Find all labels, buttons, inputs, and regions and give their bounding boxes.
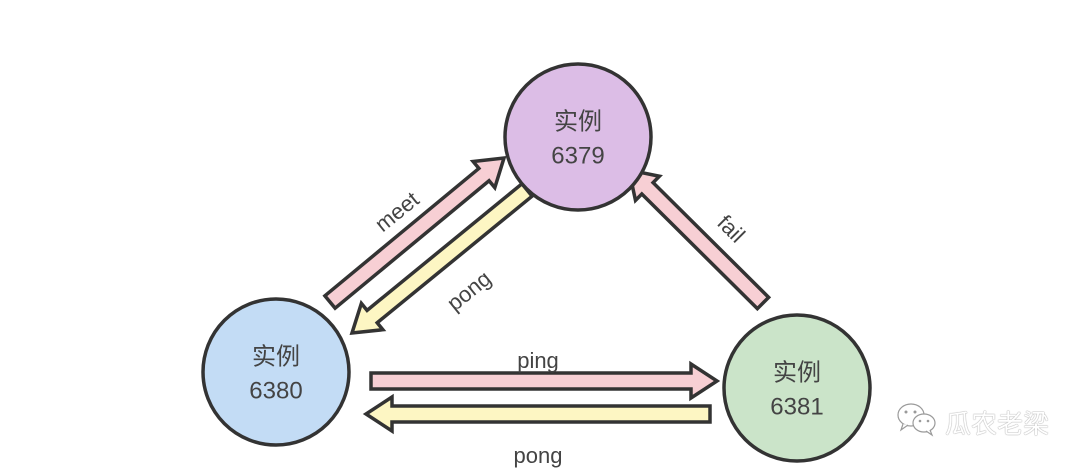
arrow-pong-n6379-to-n6380 xyxy=(349,181,535,336)
node-port: 6380 xyxy=(249,377,302,404)
node-circle xyxy=(722,313,872,463)
arrow-ping-n6380-to-n6381 xyxy=(369,360,721,402)
node-circle xyxy=(503,62,653,212)
watermark: 瓜农老梁 xyxy=(895,402,1049,442)
node-title: 实例 xyxy=(554,108,602,135)
edge-label-pong: pong xyxy=(514,443,563,468)
arrow-pong-n6381-to-n6380 xyxy=(362,393,712,435)
arrow-fail-n6381-to-n6379 xyxy=(626,167,772,312)
node-instance-6379: 实例 6379 xyxy=(503,62,653,212)
edge-label-ping: ping xyxy=(517,348,559,373)
node-instance-6380: 实例 6380 xyxy=(201,297,351,447)
edge-label-pong: pong xyxy=(442,266,496,316)
node-port: 6379 xyxy=(551,142,604,169)
node-title: 实例 xyxy=(773,359,821,386)
watermark-text: 瓜农老梁 xyxy=(945,409,1050,440)
node-title: 实例 xyxy=(252,343,300,370)
wechat-icon xyxy=(895,401,939,444)
node-instance-6381: 实例 6381 xyxy=(722,313,872,463)
node-port: 6381 xyxy=(770,393,823,420)
edge-label-fail: fail xyxy=(712,210,750,248)
node-circle xyxy=(201,297,351,447)
arrow-meet-n6380-to-n6379 xyxy=(322,155,507,311)
